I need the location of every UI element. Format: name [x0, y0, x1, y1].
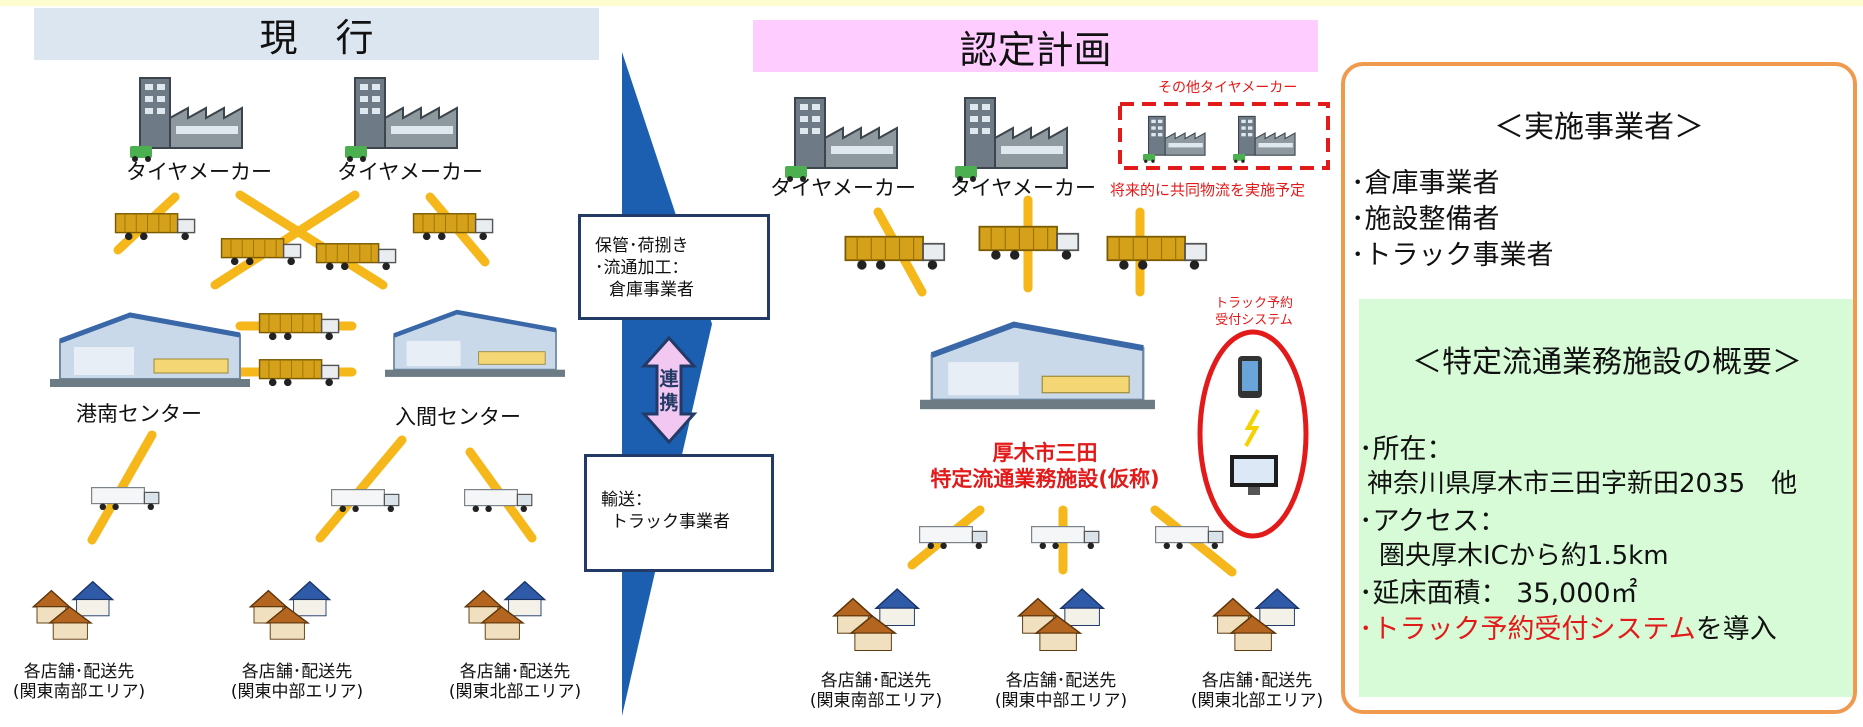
truck-icon	[844, 235, 946, 271]
factory-icon	[345, 77, 458, 162]
destination-label: 各店舗･配送先 (関東南部エリア)	[4, 662, 154, 703]
truck-icon	[114, 213, 196, 241]
reservation-system-ring	[1197, 329, 1309, 539]
houses-icon	[833, 588, 919, 652]
destination-area: (関東中部エリア)	[230, 682, 364, 703]
destination-area: (関東南部エリア)	[809, 691, 943, 712]
houses-icon	[249, 580, 331, 640]
warehouse-icon	[50, 315, 250, 387]
facility-name-line: 特定流通業務施設(仮称)	[930, 467, 1160, 492]
maker-label: タイヤメーカー	[126, 160, 272, 184]
destination-area: (関東中部エリア)	[994, 691, 1128, 712]
destination-name: 各店舗･配送先	[459, 662, 571, 682]
warehouse-icon	[385, 312, 565, 377]
header-current: 現 行	[34, 8, 599, 60]
reservation-system-label: トラック予約 受付システム	[1195, 296, 1313, 330]
reservation-line: 受付システム	[1215, 312, 1293, 328]
destination-name: 各店舗･配送先	[1005, 671, 1117, 691]
location-value: 神奈川県厚木市三田字新田2035 他	[1367, 469, 1798, 499]
factory-icon	[955, 97, 1068, 182]
transport-role-line: トラック事業者	[611, 512, 730, 533]
truck-icon	[412, 213, 494, 241]
delivery-truck-icon	[918, 525, 988, 550]
renkei-char: 携	[659, 391, 679, 414]
destination-area: (関東南部エリア)	[12, 682, 146, 703]
other-makers-label: その他タイヤメーカー	[1158, 80, 1298, 96]
maker-label: タイヤメーカー	[950, 176, 1096, 200]
delivery-truck-icon	[90, 486, 160, 511]
storage-role-line: 倉庫事業者	[609, 280, 694, 301]
destination-name: 各店舗･配送先	[241, 662, 353, 682]
maker-label: タイヤメーカー	[337, 160, 483, 184]
system-prefix: ･	[1359, 614, 1373, 645]
destination-name: 各店舗･配送先	[1201, 671, 1313, 691]
houses-icon	[1213, 588, 1299, 652]
facility-name-line: 厚木市三田	[992, 441, 1098, 465]
other-makers-dashed-box	[1118, 102, 1330, 170]
destination-label: 各店舗･配送先 (関東中部エリア)	[222, 662, 372, 703]
destination-name: 各店舗･配送先	[23, 662, 135, 682]
operator-item: ･トラック事業者	[1351, 240, 1554, 271]
operators-title: ＜実施事業者＞	[1494, 110, 1704, 145]
access-value: 圏央厚木ICから約1.5km	[1379, 541, 1669, 571]
delivery-truck-icon	[330, 488, 400, 513]
destination-area: (関東北部エリア)	[1190, 691, 1324, 712]
truck-icon	[1106, 235, 1208, 271]
facility-title: ＜特定流通業務施設の概要＞	[1412, 345, 1802, 380]
destination-name: 各店舗･配送先	[820, 671, 932, 691]
smartphone-icon	[1238, 356, 1262, 398]
system-suffix: を導入	[1695, 614, 1777, 645]
destination-label: 各店舗･配送先 (関東北部エリア)	[440, 662, 590, 703]
storage-role-line: 保管･荷捌き	[595, 236, 689, 256]
info-panel: ＜実施事業者＞ ･倉庫事業者 ･施設整備者 ･トラック事業者 ＜特定流通業務施設…	[1341, 62, 1857, 714]
system-line: ･トラック予約受付システムを導入	[1359, 612, 1777, 647]
renkei-char: 連	[659, 368, 679, 390]
transport-role-box: 輸送： トラック事業者	[584, 454, 774, 572]
operator-item: ･倉庫事業者	[1351, 168, 1500, 199]
center-label: 港南センター	[76, 402, 202, 426]
destination-area: (関東北部エリア)	[448, 682, 582, 703]
lightning-icon	[1244, 409, 1260, 447]
facility-name: 厚木市三田 特定流通業務施設(仮称)	[885, 440, 1205, 493]
center-label: 入間センター	[395, 405, 521, 429]
header-planned: 認定計画	[753, 20, 1318, 72]
houses-icon	[1018, 588, 1104, 652]
destination-label: 各店舗･配送先 (関東中部エリア)	[986, 671, 1136, 712]
storage-role-box: 保管･荷捌き ･流通加工： 倉庫事業者	[578, 214, 770, 320]
facility-overview-box: ＜特定流通業務施設の概要＞ ･所在： 神奈川県厚木市三田字新田2035 他 ･ア…	[1359, 299, 1853, 697]
system-highlight: トラック予約受付システム	[1372, 614, 1696, 645]
factory-icon	[1233, 115, 1296, 164]
storage-role-line: ･流通加工：	[595, 258, 689, 279]
transport-role-line: 輸送：	[601, 490, 652, 510]
delivery-truck-icon	[463, 488, 533, 513]
operator-item: ･施設整備者	[1351, 204, 1500, 235]
warehouse-icon	[920, 325, 1155, 410]
factory-icon	[130, 77, 243, 162]
factory-icon	[1143, 115, 1206, 164]
renkei-double-arrow	[640, 335, 698, 445]
truck-icon	[258, 358, 340, 387]
truck-icon	[258, 312, 340, 341]
location-label: ･所在：	[1359, 434, 1454, 465]
factory-icon	[785, 97, 898, 182]
top-band	[0, 0, 1863, 6]
future-note: 将来的に共同物流を実施予定	[1110, 181, 1306, 199]
delivery-truck-icon	[1154, 525, 1224, 550]
renkei-label: 連 携	[657, 368, 681, 416]
destination-label: 各店舗･配送先 (関東南部エリア)	[801, 671, 951, 712]
access-label: ･アクセス：	[1359, 506, 1507, 537]
destination-label: 各店舗･配送先 (関東北部エリア)	[1182, 671, 1332, 712]
reservation-line: トラック予約	[1214, 296, 1293, 311]
houses-icon	[464, 580, 546, 640]
monitor-icon	[1230, 455, 1278, 495]
houses-icon	[32, 580, 114, 640]
maker-label: タイヤメーカー	[770, 176, 916, 200]
floor-area: ･延床面積： 35,000㎡	[1359, 578, 1638, 609]
